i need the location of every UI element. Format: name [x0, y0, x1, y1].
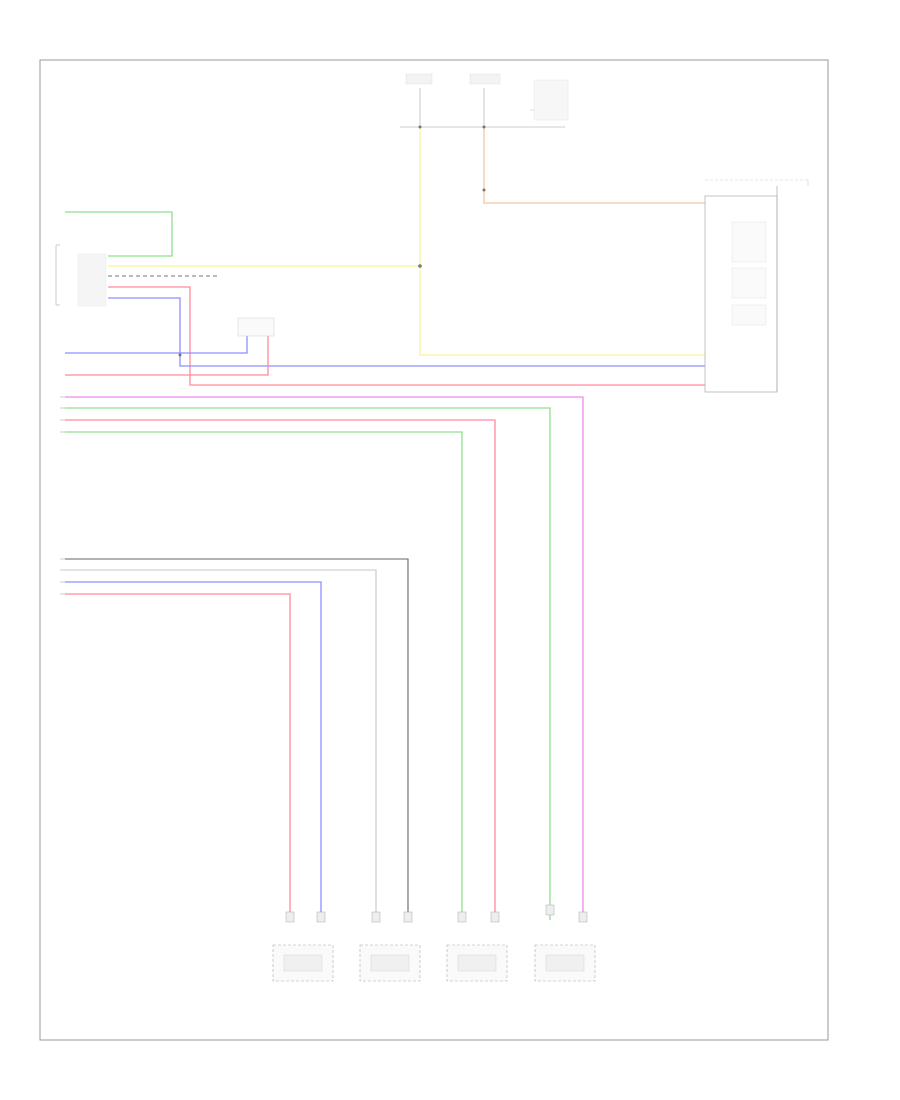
fuse-block	[400, 73, 569, 128]
switch-body	[237, 317, 275, 337]
wire-blue-left	[65, 335, 248, 354]
junction-dot	[482, 125, 486, 129]
junction-dot	[418, 264, 422, 268]
junction-dot	[482, 188, 486, 192]
wire-red-sensor	[65, 419, 496, 920]
wire-dark-lower	[65, 558, 409, 920]
wire-orange-meter	[483, 127, 705, 204]
wire-stubs	[60, 396, 65, 595]
wire-green-top	[65, 211, 173, 257]
wire-red-upper	[108, 286, 705, 386]
wire-gray-lower	[65, 569, 377, 920]
wire-blue-upper	[108, 297, 705, 367]
junction-dot	[178, 353, 182, 357]
meter-box	[704, 179, 809, 393]
wire-green-sensor-right	[65, 407, 551, 920]
sensor-1	[272, 911, 334, 982]
wire-magenta-sensor	[65, 396, 584, 920]
sensor-4	[534, 904, 596, 982]
junction-dot	[418, 125, 422, 129]
diagram-frame	[39, 59, 829, 1041]
wire-blue-lower	[65, 581, 322, 920]
sensor-3	[446, 911, 508, 982]
wire-green-sensor-left	[65, 431, 463, 920]
wire-yellow-feed	[419, 127, 705, 356]
wire-red-left	[65, 335, 269, 376]
wire-red-lower	[65, 593, 291, 920]
sensor-2	[359, 911, 421, 982]
left-connector	[55, 244, 107, 307]
